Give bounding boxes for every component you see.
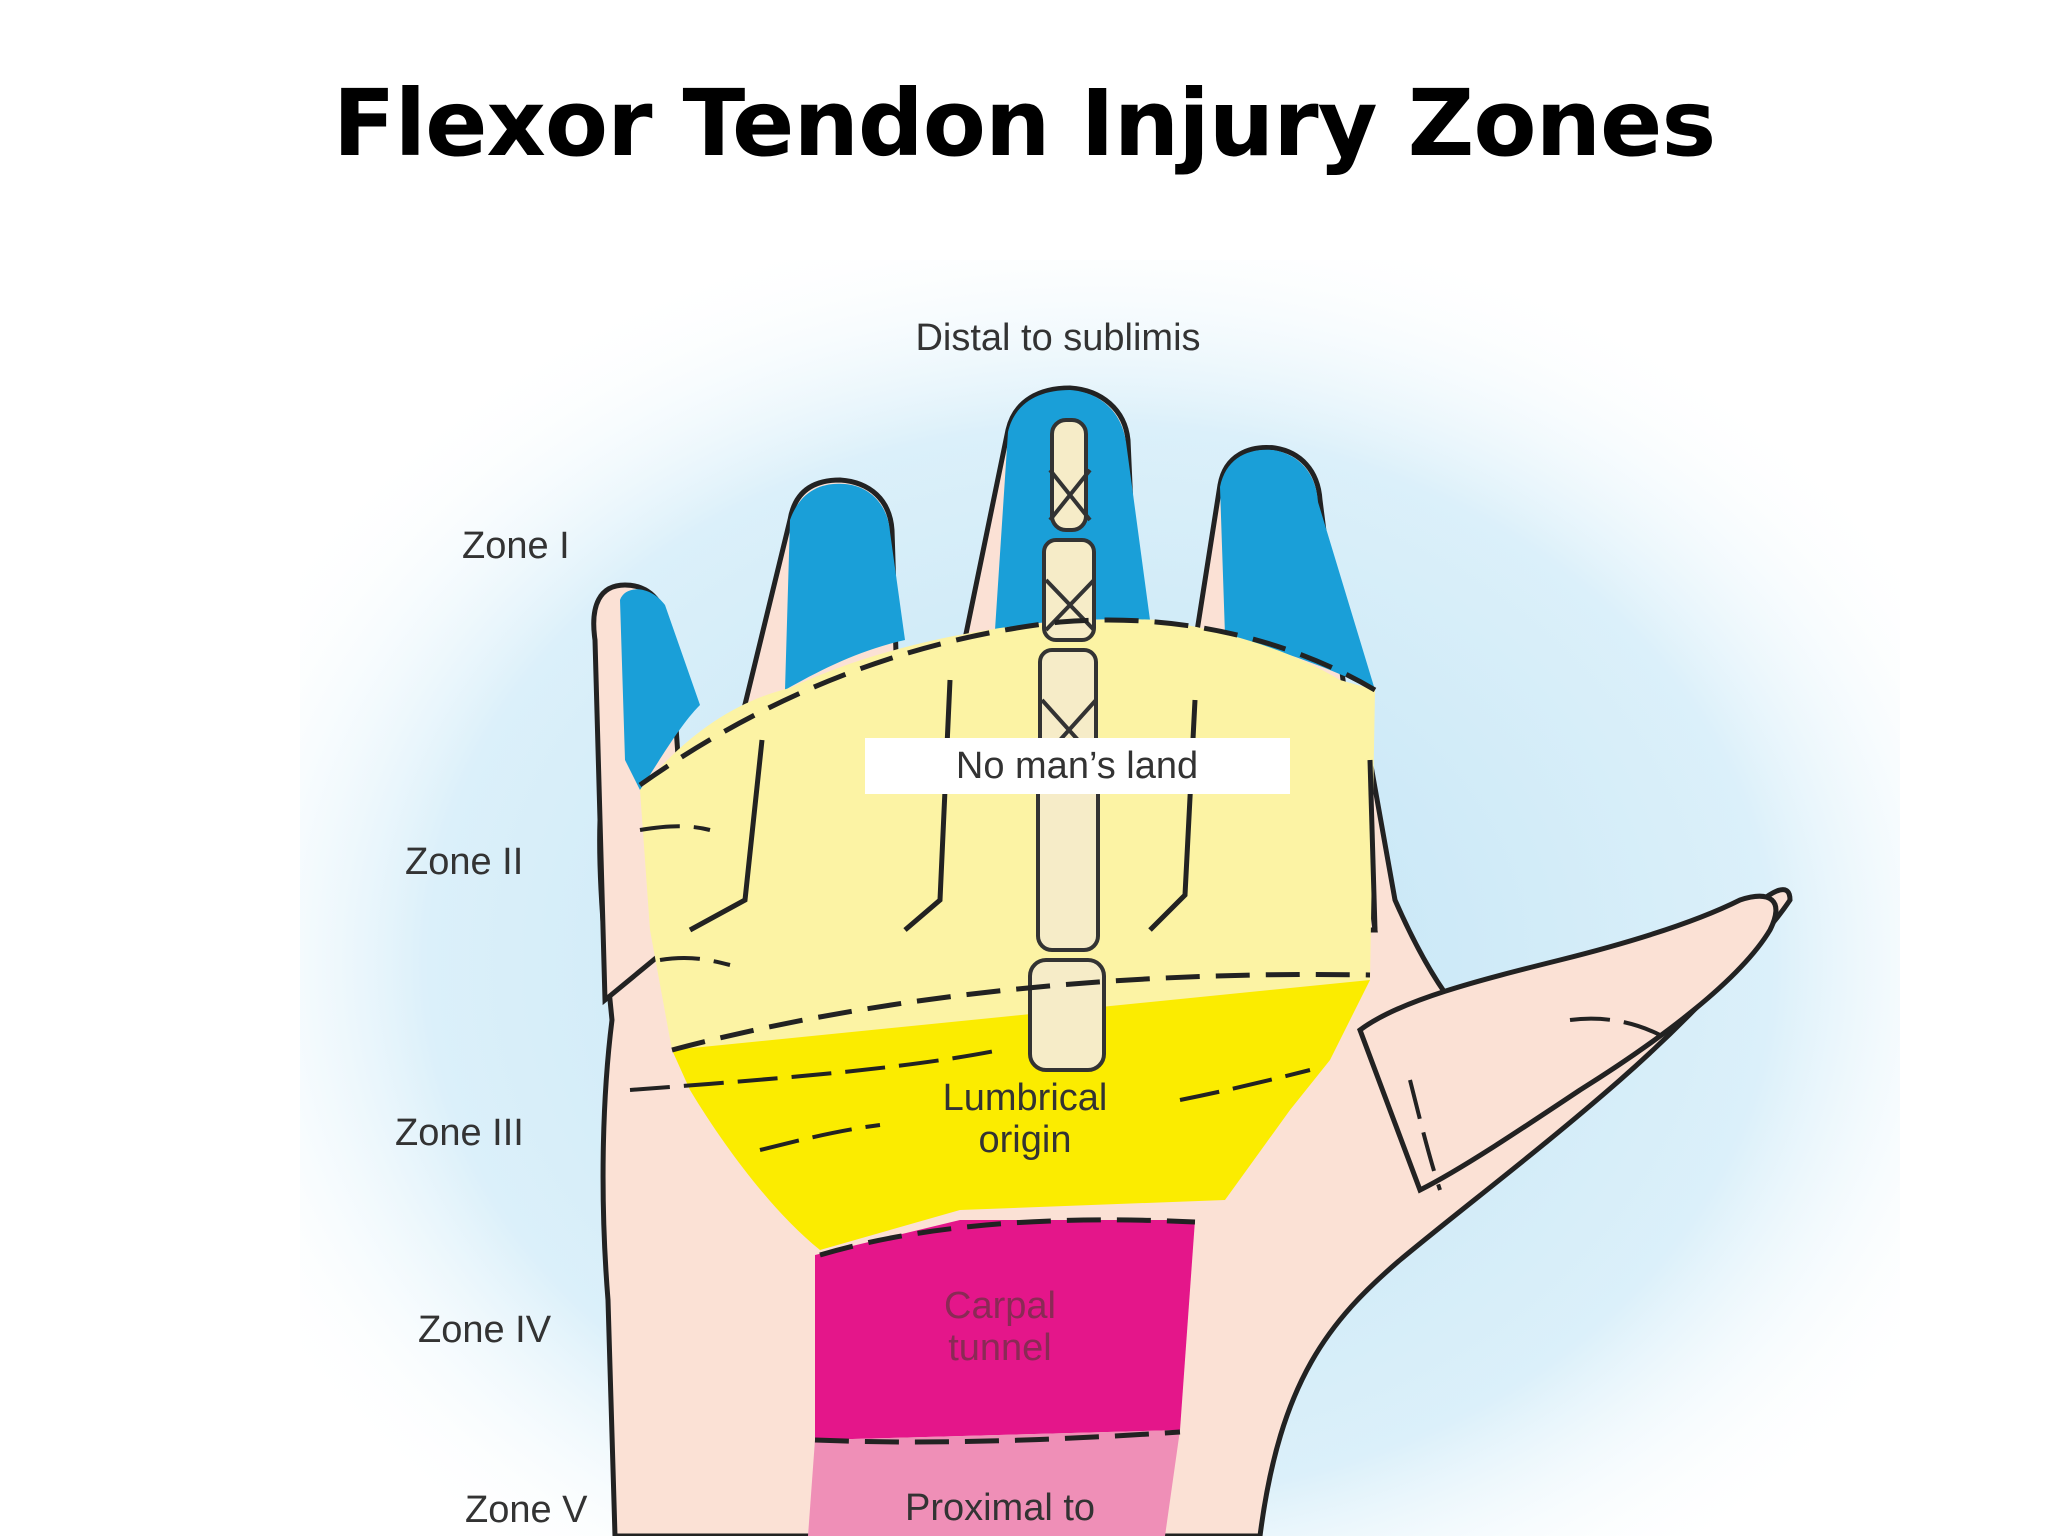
no-mans-land-label: No man’s land [956,745,1198,787]
palm-creases [629,824,1661,1191]
no-mans-land-box [865,738,1290,794]
slide-title: Flexor Tendon Injury Zones [332,70,1716,177]
zone-1-region [620,390,1375,790]
zone-4-label: Zone IV [418,1309,552,1351]
zone-3-region [672,980,1370,1250]
zone-2-label: Zone II [405,841,523,883]
proximal-label: Proximal to [905,1487,1095,1529]
lumbrical-origin-label-line-2: origin [979,1119,1072,1161]
lumbrical-origin-label-line-1: Lumbrical [943,1077,1108,1119]
zone-boundaries [638,617,1377,1445]
zone-3-label: Zone III [395,1112,524,1154]
zone-4-region [815,1220,1195,1440]
zone-5-region [808,1430,1180,1536]
distal-to-sublimis-label: Distal to sublimis [915,317,1200,359]
zone-1-label: Zone I [462,525,570,567]
carpal-tunnel-label-line-1: Carpal [944,1285,1056,1327]
zone-5-label: Zone V [465,1489,588,1531]
carpal-tunnel-label-line-2: tunnel [948,1327,1052,1369]
